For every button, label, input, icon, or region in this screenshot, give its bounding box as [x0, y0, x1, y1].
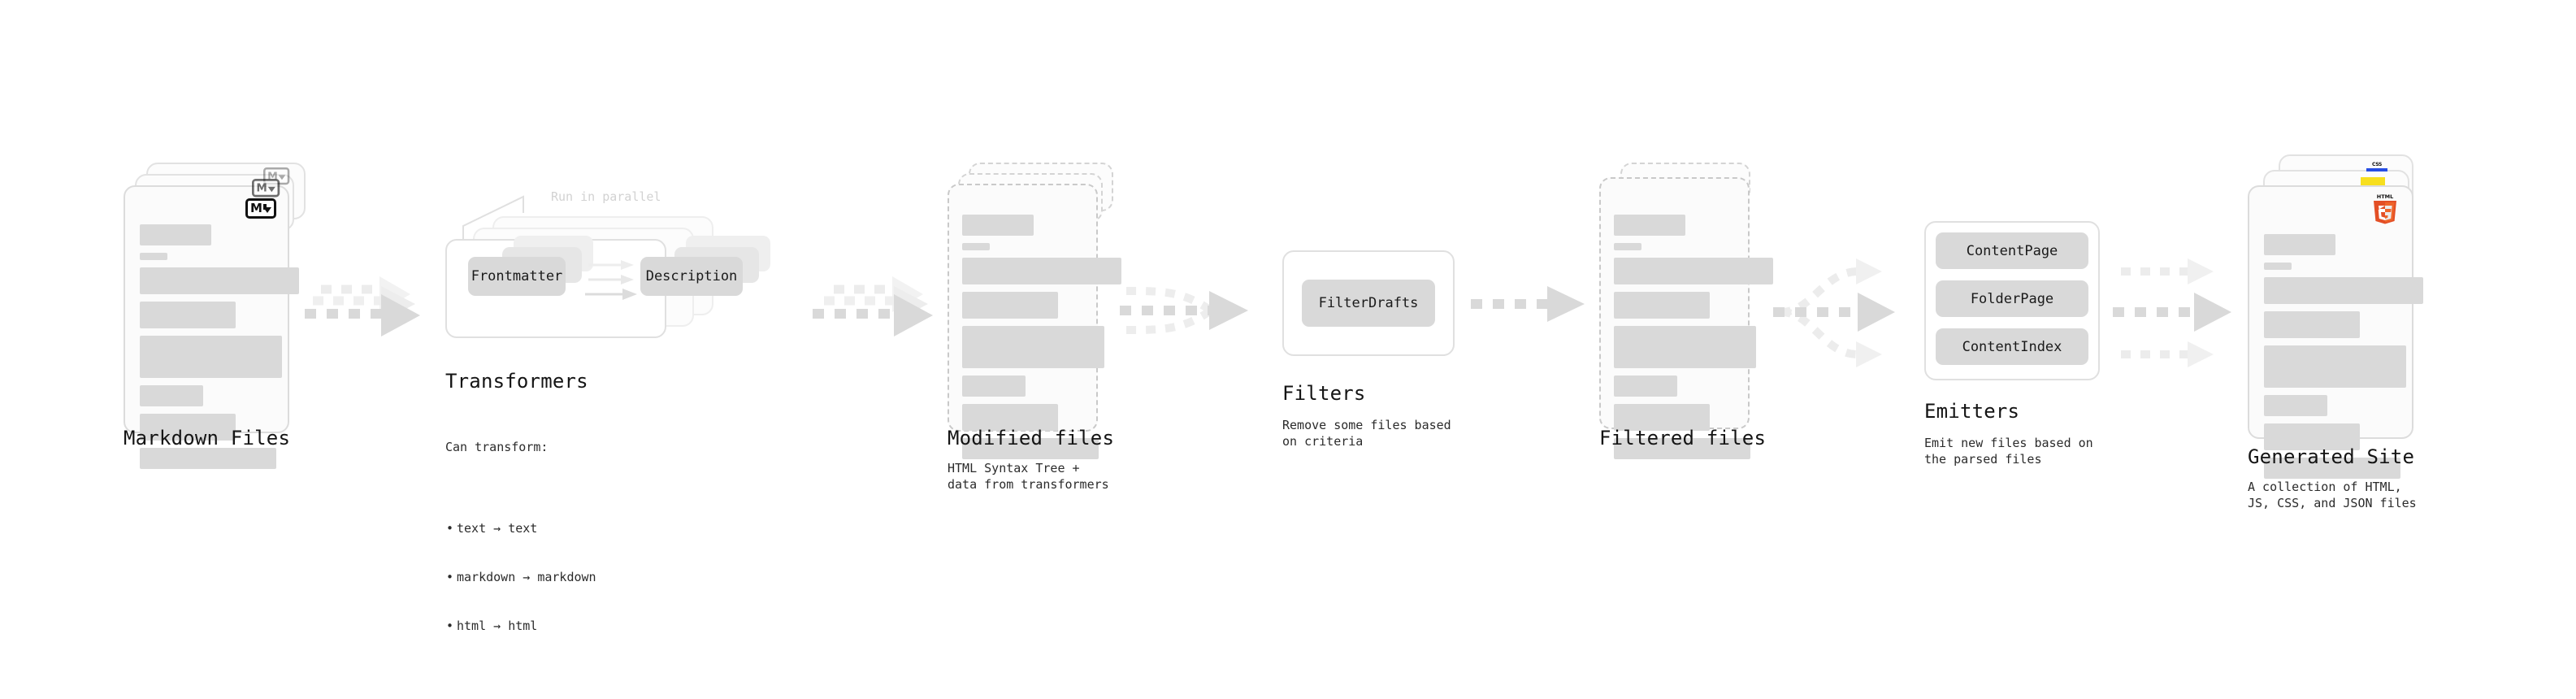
run-in-parallel-bracket	[453, 187, 551, 244]
modified-files-caption: HTML Syntax Tree + data from transformer…	[948, 461, 1109, 492]
filtered-card-skeleton	[1614, 215, 1773, 467]
run-in-parallel-label: Run in parallel	[551, 189, 661, 204]
connector-filters-to-filtered	[1471, 286, 1593, 335]
modified-files-title: Modified files	[948, 427, 1115, 449]
skeleton-bar	[2264, 263, 2292, 270]
skeleton-bar	[140, 336, 282, 378]
generated-site-title: Generated Site	[2248, 445, 2415, 468]
emitter-pill-contentpage[interactable]: ContentPage	[1936, 232, 2088, 269]
css-icon-bar	[2366, 168, 2387, 171]
markdown-card-front: M	[124, 185, 299, 469]
skeleton-bar	[962, 376, 1026, 397]
emitters-caption: Emit new files based on the parsed files	[1924, 436, 2093, 467]
skeleton-bar	[1614, 258, 1773, 284]
diagram-canvas: M M M Markdown Files	[0, 0, 2576, 681]
skeleton-bar	[140, 267, 299, 294]
svg-text:HTML: HTML	[2377, 193, 2393, 200]
transformer-inner-arrows	[585, 258, 647, 317]
skeleton-bar	[140, 253, 167, 260]
skeleton-bar	[1614, 376, 1677, 397]
skeleton-bar	[962, 438, 1099, 459]
skeleton-bar	[2264, 458, 2400, 479]
filter-pill-filterdrafts[interactable]: FilterDrafts	[1302, 280, 1435, 327]
skeleton-bar	[1614, 292, 1710, 319]
skeleton-bar	[2264, 395, 2327, 416]
emitter-pill-contentindex[interactable]: ContentIndex	[1936, 328, 2088, 365]
filters-title: Filters	[1282, 382, 1366, 405]
markdown-icon-ghost-back-arrow	[278, 175, 286, 180]
skeleton-bar	[2264, 277, 2423, 304]
site-card-front: HTML	[2248, 185, 2423, 479]
transformers-caption: Can transform: text → text markdown → ma…	[445, 406, 596, 699]
markdown-files-title: Markdown Files	[124, 427, 291, 449]
skeleton-bar	[2264, 345, 2406, 388]
markdown-icon-letter: M	[250, 201, 262, 215]
transformers-caption-item-1: markdown → markdown	[446, 569, 596, 585]
emitter-pill-folderpage[interactable]: FolderPage	[1936, 280, 2088, 317]
skeleton-bar	[2264, 423, 2360, 450]
transformers-caption-item-0: text → text	[446, 520, 596, 536]
markdown-card-skeleton	[140, 224, 299, 476]
transformers-caption-list: text → text markdown → markdown html → h…	[445, 488, 596, 666]
connector-filtered-to-emitters	[1773, 234, 1928, 397]
skeleton-bar	[962, 243, 990, 250]
emitters-title: Emitters	[1924, 400, 2020, 423]
markdown-icon-ghost-back-letter: M	[267, 169, 278, 182]
site-card-skeleton	[2264, 234, 2423, 486]
connector-transformers-to-modified	[813, 275, 943, 353]
modified-card-front	[948, 184, 1121, 459]
skeleton-bar	[140, 385, 203, 406]
markdown-icon-ghost-mid-arrow	[267, 186, 275, 193]
generated-site-caption: A collection of HTML, JS, CSS, and JSON …	[2248, 480, 2417, 510]
connector-emitters-to-site	[2113, 234, 2251, 397]
filtered-card-front	[1599, 177, 1773, 459]
css-icon: CSS	[2366, 161, 2387, 171]
skeleton-bar	[2264, 311, 2360, 338]
skeleton-bar	[962, 326, 1104, 368]
css-icon-label: CSS	[2372, 162, 2382, 167]
filters-caption: Remove some files based on criteria	[1282, 418, 1451, 449]
skeleton-bar	[1614, 438, 1750, 459]
markdown-icon-arrow	[262, 207, 271, 213]
transformers-caption-item-2: html → html	[446, 618, 596, 634]
connector-modified-to-filters	[1120, 268, 1260, 358]
skeleton-bar	[1614, 326, 1756, 368]
markdown-icon-ghost-mid-letter: M	[256, 180, 267, 194]
skeleton-bar	[962, 404, 1058, 431]
transformer-pill-description[interactable]: Description	[640, 257, 743, 296]
skeleton-bar	[140, 448, 276, 469]
filtered-files-title: Filtered files	[1599, 427, 1767, 449]
html5-icon: HTML	[2371, 192, 2399, 224]
skeleton-bar	[1614, 215, 1685, 236]
connector-markdown-to-transformers	[305, 275, 427, 353]
skeleton-bar	[140, 414, 236, 441]
modified-card-skeleton	[962, 215, 1121, 467]
markdown-icon: M	[245, 198, 276, 219]
markdown-icon-arrow-stem	[263, 204, 267, 210]
skeleton-bar	[2264, 234, 2335, 255]
skeleton-bar	[1614, 243, 1641, 250]
transformers-caption-heading: Can transform:	[445, 440, 549, 454]
transformer-pill-frontmatter[interactable]: Frontmatter	[468, 257, 566, 296]
markdown-icon-ghost-mid: M	[252, 179, 280, 198]
skeleton-bar	[962, 215, 1034, 236]
skeleton-bar	[962, 292, 1058, 319]
skeleton-bar	[140, 224, 211, 245]
skeleton-bar	[962, 258, 1121, 284]
skeleton-bar	[1614, 404, 1710, 431]
skeleton-bar	[140, 302, 236, 328]
transformers-title: Transformers	[445, 370, 588, 393]
